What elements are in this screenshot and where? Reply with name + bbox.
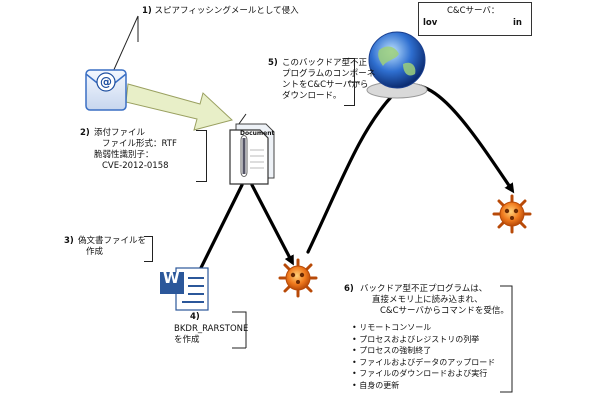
- step2-bracket: [196, 130, 207, 182]
- step5-num: 5): [268, 58, 278, 68]
- step2-line: CVE-2012-0158: [102, 161, 169, 171]
- step3-label: 3): [64, 236, 74, 247]
- cc-server-title: C&Cサーバ：: [447, 6, 500, 16]
- step5-text: このバックドア型不正 プログラムのコンポーネ ントをC&Cサーバから ダウンロー…: [282, 58, 375, 102]
- step6-line: バックドア型不正プログラムは、: [360, 284, 488, 294]
- cc-server-box: C&Cサーバ： lov in: [418, 2, 532, 36]
- feature-item: • プロセスおよびレジストリの列挙: [352, 334, 480, 344]
- feature-item: • プロセスの強制終了: [352, 346, 432, 355]
- step1-num: 1): [142, 6, 152, 16]
- feature-list: • リモートコンソール • プロセスおよびレジストリの列挙 • プロセスの強制終…: [352, 322, 495, 391]
- step4-num: 4): [190, 312, 200, 322]
- step5-line: ントをC&Cサーバから: [282, 80, 369, 90]
- step3-num: 3): [64, 236, 74, 246]
- malware-icon: [278, 258, 318, 298]
- feature-item: • ファイルのダウンロードおよび実行: [352, 369, 488, 378]
- hollow-arrow: [125, 83, 234, 131]
- step1-label: 1) スピアフィッシングメールとして侵入: [142, 6, 299, 17]
- step4-line: を作成: [174, 335, 200, 345]
- cc-server-address-suffix: in: [513, 18, 522, 28]
- step6-bracket: [500, 285, 513, 393]
- svg-text:@: @: [100, 75, 112, 89]
- step1-text: スピアフィッシングメールとして侵入: [154, 6, 299, 16]
- globe-server-icon: [366, 31, 428, 99]
- step4-text: BKDR_RARSTONE を作成: [174, 324, 248, 346]
- word-icon: [160, 267, 209, 311]
- step2-num: 2): [80, 128, 90, 138]
- step3-line: 作成: [86, 247, 104, 257]
- step5-line: このバックドア型不正: [282, 58, 368, 68]
- step2-line: 添付ファイル: [94, 128, 146, 138]
- feature-item: • リモートコンソール: [352, 323, 432, 332]
- feature-item: • 自身の更新: [352, 380, 400, 390]
- step2-line: 脆弱性識別子：: [94, 150, 154, 160]
- feature-item: • ファイルおよびデータのアップロード: [352, 357, 496, 367]
- document-icon-label: Document: [240, 130, 275, 137]
- document-icon: [229, 123, 275, 185]
- step3-text: 偽文書ファイルを 作成: [78, 236, 146, 258]
- step2-line: ファイル形式：RTF: [102, 139, 177, 149]
- step5-line: プログラムのコンポーネ: [282, 69, 376, 79]
- callout-line-4-bracket: [232, 311, 247, 348]
- step5-line: ダウンロード。: [282, 91, 342, 101]
- arrow-malware-to-cc-to-bug: [306, 83, 515, 254]
- email-icon: @: [85, 69, 127, 111]
- step6-num: 6): [344, 284, 354, 294]
- step4-label: 4): [190, 312, 200, 323]
- malware-resident-icon: [492, 194, 532, 234]
- flow-arrows: [188, 83, 515, 294]
- word-icon-letter: W: [163, 269, 180, 287]
- step6-label: 6): [344, 284, 354, 295]
- arrow-doc-to-malware: [250, 183, 294, 266]
- callout-line-1: [111, 15, 139, 75]
- step6-line: C&Cサーバからコマンドを受信。: [380, 306, 509, 316]
- step5-label: 5): [268, 58, 278, 69]
- step3-bracket: [144, 236, 153, 262]
- step2-label: 2): [80, 128, 90, 139]
- step2-text: 添付ファイル ファイル形式：RTF 脆弱性識別子： CVE-2012-0158: [94, 128, 177, 172]
- cc-server-address-prefix: lov: [423, 18, 438, 28]
- step4-line: BKDR_RARSTONE: [174, 324, 249, 334]
- step6-text: バックドア型不正プログラムは、 直接メモリ上に読み込まれ、 C&Cサーバからコマ…: [360, 284, 509, 317]
- step6-line: 直接メモリ上に読み込まれ、: [372, 295, 483, 305]
- step3-line: 偽文書ファイルを: [78, 236, 147, 246]
- step5-bracket: [344, 58, 355, 106]
